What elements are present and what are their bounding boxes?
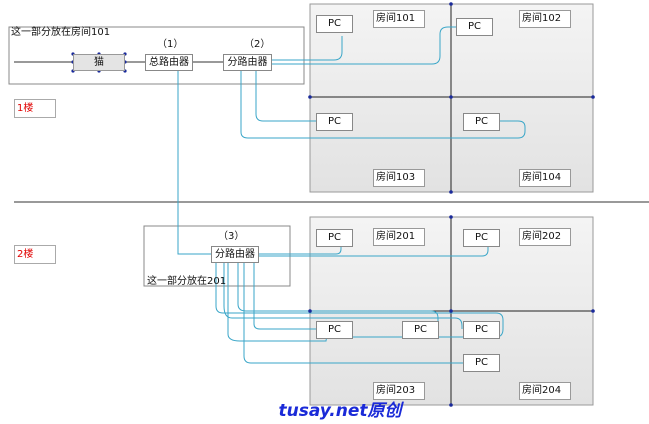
pc-room-202: PC xyxy=(463,229,500,247)
pc-room-203-a: PC xyxy=(316,321,353,339)
router3-tag: （3） xyxy=(218,231,245,242)
node-f1-top xyxy=(449,2,453,6)
cable-router3-pc202 xyxy=(259,246,489,257)
floor1-label: 1楼 xyxy=(14,99,56,118)
node-f1-bottom xyxy=(449,190,453,194)
cable-router2-pc101 xyxy=(272,36,343,61)
cable-router3-pc204b xyxy=(243,262,463,364)
cable-router2-pc102 xyxy=(272,26,456,65)
cable-main-to-router3 xyxy=(177,70,212,255)
room-202-label: 房间202 xyxy=(519,228,571,246)
room-103-label: 房间103 xyxy=(373,169,425,187)
pc-room-102: PC xyxy=(456,18,493,36)
pc-room-201: PC xyxy=(316,229,353,247)
room-102-label: 房间102 xyxy=(519,10,571,28)
lan-cables xyxy=(177,26,526,364)
room-101-label: 房间101 xyxy=(373,10,425,28)
modem-box: 猫 xyxy=(73,54,125,71)
router2-box: 分路由器 xyxy=(223,54,272,71)
router2-tag: （2） xyxy=(244,39,271,50)
floor1-placement-note: 这一部分放在房间101 xyxy=(11,27,111,38)
main-router-tag: （1） xyxy=(157,39,184,50)
pc-room-101: PC xyxy=(316,15,353,33)
cable-router3-pc203b xyxy=(237,262,439,321)
cable-router2-pc103 xyxy=(255,70,316,122)
room-204-label: 房间204 xyxy=(519,382,571,400)
cable-router3-pc201 xyxy=(259,246,342,255)
node-f2-center xyxy=(449,309,453,313)
floor2-label: 2楼 xyxy=(14,245,56,264)
node-f2-top xyxy=(449,215,453,219)
cable-router3-pc202b xyxy=(223,262,463,329)
pc-room-204: PC xyxy=(463,354,500,372)
cable-router3-pc203a xyxy=(253,262,316,330)
floor2-placement-note: 这一部分放在201 xyxy=(147,276,227,287)
node-f2-right xyxy=(591,309,595,313)
node-f1-left xyxy=(308,95,312,99)
pc-room-103: PC xyxy=(316,113,353,131)
watermark-text: tusay.net原创 xyxy=(278,401,402,421)
node-f2-left xyxy=(308,309,312,313)
node-f1-right xyxy=(591,95,595,99)
pc-room-203-b: PC xyxy=(402,321,439,339)
node-f2-bottom xyxy=(449,403,453,407)
cable-router3-pc204a xyxy=(215,260,504,342)
router3-box: 分路由器 xyxy=(211,246,259,263)
node-f1-center xyxy=(449,95,453,99)
pc-room-104: PC xyxy=(463,113,500,131)
pc-room-202-b: PC xyxy=(463,321,500,339)
main-router-box: 总路由器 xyxy=(145,54,193,71)
room-104-label: 房间104 xyxy=(519,169,571,187)
room-201-label: 房间201 xyxy=(373,228,425,246)
cable-router2-pc104 xyxy=(240,70,526,139)
room-203-label: 房间203 xyxy=(373,382,425,400)
